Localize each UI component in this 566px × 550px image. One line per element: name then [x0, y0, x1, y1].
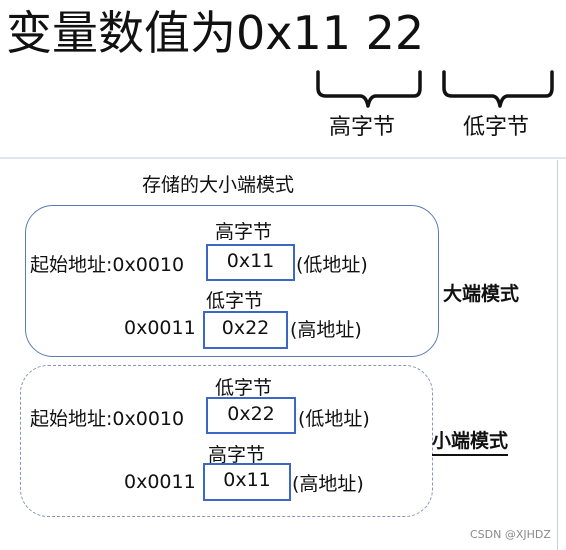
little-row2-value-cell: 0x11: [203, 463, 291, 501]
big-endian-group: [25, 205, 439, 357]
big-row2-address: 0x0011: [124, 317, 196, 339]
headline: 变量数值为0x11 22: [6, 6, 425, 60]
big-endian-mode-label: 大端模式: [443, 283, 520, 305]
little-row2-note: (高地址): [292, 473, 364, 495]
side-strip: [557, 160, 566, 550]
big-row2-note: (高地址): [290, 319, 362, 341]
brace-graphics: [316, 70, 554, 108]
brace-low: [442, 70, 554, 108]
little-endian-mode-label: 小端模式: [432, 429, 509, 456]
little-row1-value-cell: 0x22: [206, 397, 296, 434]
brace-low-label: 低字节: [463, 115, 530, 140]
brace-high-label: 高字节: [329, 115, 396, 140]
big-row2-top-label: 低字节: [206, 290, 264, 312]
header-band: [0, 0, 566, 157]
little-row2-address: 0x0011: [124, 471, 196, 493]
little-row1-note: (低地址): [298, 408, 370, 430]
little-row2-top-label: 高字节: [208, 444, 266, 466]
brace-high: [316, 70, 422, 108]
big-row1-value-cell: 0x11: [206, 244, 295, 281]
little-row1-top-label: 低字节: [215, 377, 273, 399]
watermark: CSDN @XJHDZ: [470, 528, 551, 541]
big-row1-address: 起始地址:0x0010: [30, 254, 185, 276]
big-row2-value-cell: 0x22: [203, 311, 288, 349]
big-row1-top-label: 高字节: [215, 221, 273, 243]
little-endian-group: [20, 365, 433, 517]
section-divider: [0, 157, 566, 159]
diagram-title: 存储的大小端模式: [142, 174, 295, 196]
little-row1-address: 起始地址:0x0010: [30, 408, 185, 430]
big-row1-note: (低地址): [296, 254, 368, 276]
